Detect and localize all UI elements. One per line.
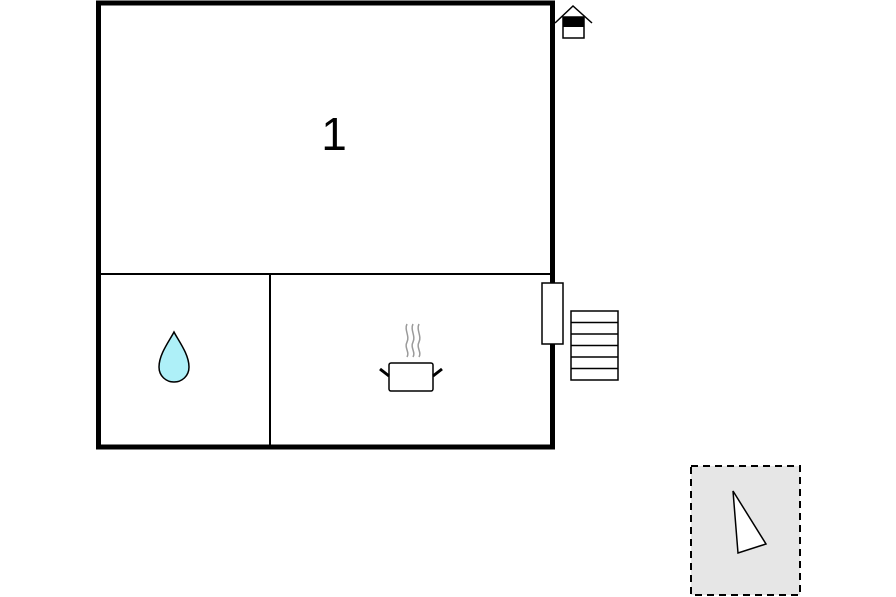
door-icon bbox=[541, 282, 564, 345]
room-label-1: 1 bbox=[321, 108, 347, 160]
water-drop-icon bbox=[158, 330, 190, 383]
stairs-icon bbox=[570, 310, 619, 381]
house-entrance-icon bbox=[554, 4, 593, 39]
north-arrow-icon bbox=[690, 465, 801, 596]
outer-wall bbox=[96, 0, 555, 450]
cooking-pot-icon bbox=[379, 323, 443, 392]
